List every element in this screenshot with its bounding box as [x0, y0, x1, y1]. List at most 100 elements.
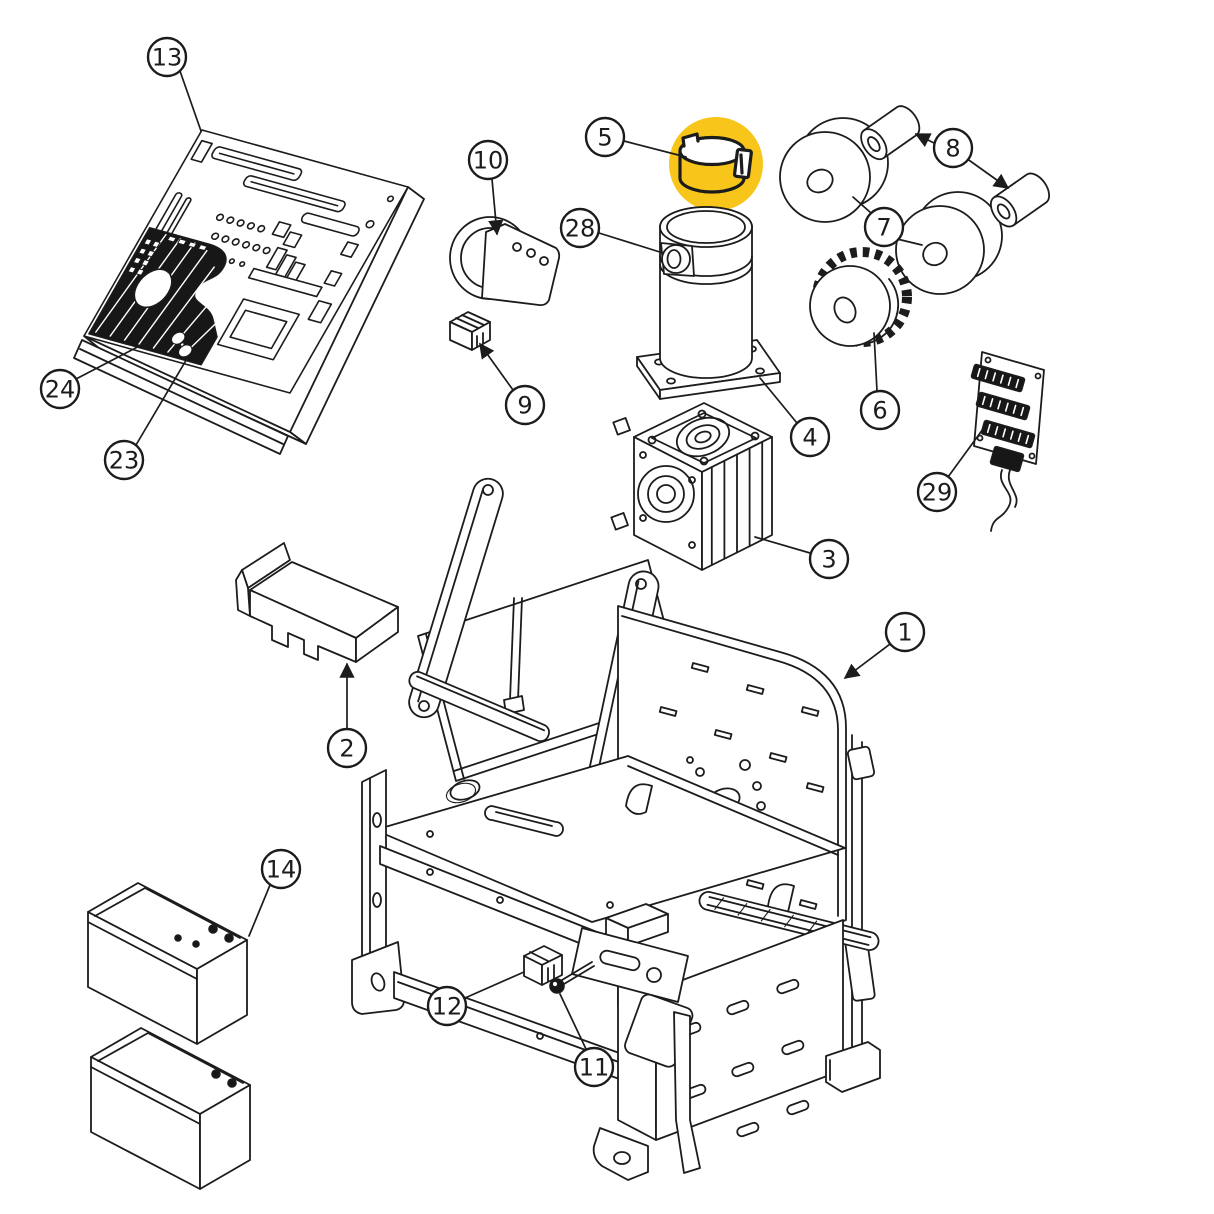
- callout-10[interactable]: 10: [467, 139, 509, 181]
- console-connector-grid: [128, 231, 207, 287]
- board-connector: [970, 363, 1026, 393]
- callout-23[interactable]: 23: [103, 439, 145, 481]
- callout-3[interactable]: 3: [808, 538, 850, 580]
- leader-line-23: [135, 356, 189, 446]
- callout-label-5: 5: [597, 124, 612, 152]
- callout-circle-5[interactable]: [584, 116, 626, 158]
- part-bolt: [549, 961, 595, 994]
- callout-label-29: 29: [922, 479, 953, 507]
- callout-label-11: 11: [579, 1054, 610, 1082]
- callout-circle-12[interactable]: [426, 985, 468, 1027]
- callout-label-9: 9: [517, 392, 532, 420]
- callout-circle-6[interactable]: [859, 389, 901, 431]
- board-connector: [980, 419, 1036, 449]
- leader-lines: [75, 70, 1010, 1050]
- callout-label-13: 13: [152, 44, 183, 72]
- callout-2[interactable]: 2: [326, 727, 368, 769]
- part-pulley-right: [895, 191, 1003, 295]
- callout-label-28: 28: [565, 215, 596, 243]
- part-pulley-left: [779, 117, 889, 223]
- console-round-button: [169, 331, 187, 346]
- part-brush-cap-highlighted: [669, 117, 763, 211]
- part-connector-block: [449, 311, 491, 351]
- callout-8[interactable]: 8: [932, 127, 974, 169]
- leader-line-12: [464, 971, 525, 999]
- leader-line-3: [754, 536, 811, 554]
- leader-line-7: [852, 196, 872, 214]
- callout-circle-8[interactable]: [932, 127, 974, 169]
- console-strip-line: [79, 348, 284, 445]
- callout-circle-29[interactable]: [916, 471, 958, 513]
- console-keypad-hatch: [96, 231, 253, 359]
- callout-circle-11[interactable]: [573, 1046, 615, 1088]
- frame-deck: [374, 755, 846, 923]
- callout-label-1: 1: [897, 619, 912, 647]
- callout-12[interactable]: 12: [426, 985, 468, 1027]
- callout-circle-4[interactable]: [789, 416, 831, 458]
- callout-circle-1[interactable]: [884, 611, 926, 653]
- leader-line-7: [896, 238, 923, 246]
- callout-1[interactable]: 1: [884, 611, 926, 653]
- callout-label-14: 14: [266, 856, 297, 884]
- callout-label-23: 23: [109, 447, 140, 475]
- part-shelf-bracket: [235, 542, 399, 663]
- motor-brush-cap: [660, 242, 695, 277]
- leader-line-6: [873, 332, 878, 392]
- leader-line-1: [843, 643, 891, 679]
- callout-6[interactable]: 6: [859, 389, 901, 431]
- part-switch: [523, 945, 563, 986]
- board-connector: [975, 391, 1031, 421]
- callout-label-8: 8: [945, 135, 960, 163]
- callout-label-24: 24: [45, 376, 76, 404]
- leader-line-5: [623, 140, 687, 158]
- callout-label-10: 10: [473, 147, 504, 175]
- leader-line-9: [479, 342, 514, 391]
- callout-label-12: 12: [432, 993, 463, 1021]
- callout-circle-13[interactable]: [146, 36, 188, 78]
- console-speaker-hole: [127, 265, 179, 311]
- part-bushing-top: [860, 105, 921, 161]
- callout-9[interactable]: 9: [504, 384, 546, 426]
- callout-13[interactable]: 13: [146, 36, 188, 78]
- frame-lower-box: [592, 919, 881, 1181]
- callout-29[interactable]: 29: [916, 471, 958, 513]
- callout-circle-7[interactable]: [863, 206, 905, 248]
- leader-line-13: [179, 70, 202, 132]
- callout-label-4: 4: [802, 424, 817, 452]
- callout-7[interactable]: 7: [863, 206, 905, 248]
- console-panel: [84, 130, 408, 393]
- frame-cross-bar: [408, 671, 550, 743]
- callout-24[interactable]: 24: [39, 368, 81, 410]
- callout-11[interactable]: 11: [573, 1046, 615, 1088]
- board-wire: [990, 469, 1012, 532]
- frame-lift-arm-left: [408, 477, 504, 719]
- callout-circle-28[interactable]: [559, 207, 601, 249]
- callout-circle-9[interactable]: [504, 384, 546, 426]
- callout-circle-10[interactable]: [467, 139, 509, 181]
- deck-holes: [426, 779, 614, 909]
- callout-circle-14[interactable]: [260, 848, 302, 890]
- part-gearbox: [610, 402, 773, 571]
- callout-4[interactable]: 4: [789, 416, 831, 458]
- callout-circle-24[interactable]: [39, 368, 81, 410]
- callout-28[interactable]: 28: [559, 207, 601, 249]
- gearbox-fins: [710, 440, 764, 566]
- callout-circle-3[interactable]: [808, 538, 850, 580]
- callout-circle-23[interactable]: [103, 439, 145, 481]
- deck-gusset: [625, 783, 653, 815]
- callout-label-7: 7: [876, 214, 891, 242]
- console-round-button: [176, 344, 194, 359]
- part-bushing-bottom: [989, 172, 1050, 228]
- box-foot-right: [825, 1041, 881, 1093]
- part-console-assembly: [74, 130, 424, 454]
- frame-left-wall: [351, 769, 405, 1015]
- part-battery-upper: [87, 882, 248, 1045]
- callout-circle-2[interactable]: [326, 727, 368, 769]
- frame-switch-plate: [571, 903, 689, 1003]
- leader-line-11: [559, 993, 587, 1050]
- box-strap: [673, 1011, 701, 1174]
- callout-5[interactable]: 5: [584, 116, 626, 158]
- callout-14[interactable]: 14: [260, 848, 302, 890]
